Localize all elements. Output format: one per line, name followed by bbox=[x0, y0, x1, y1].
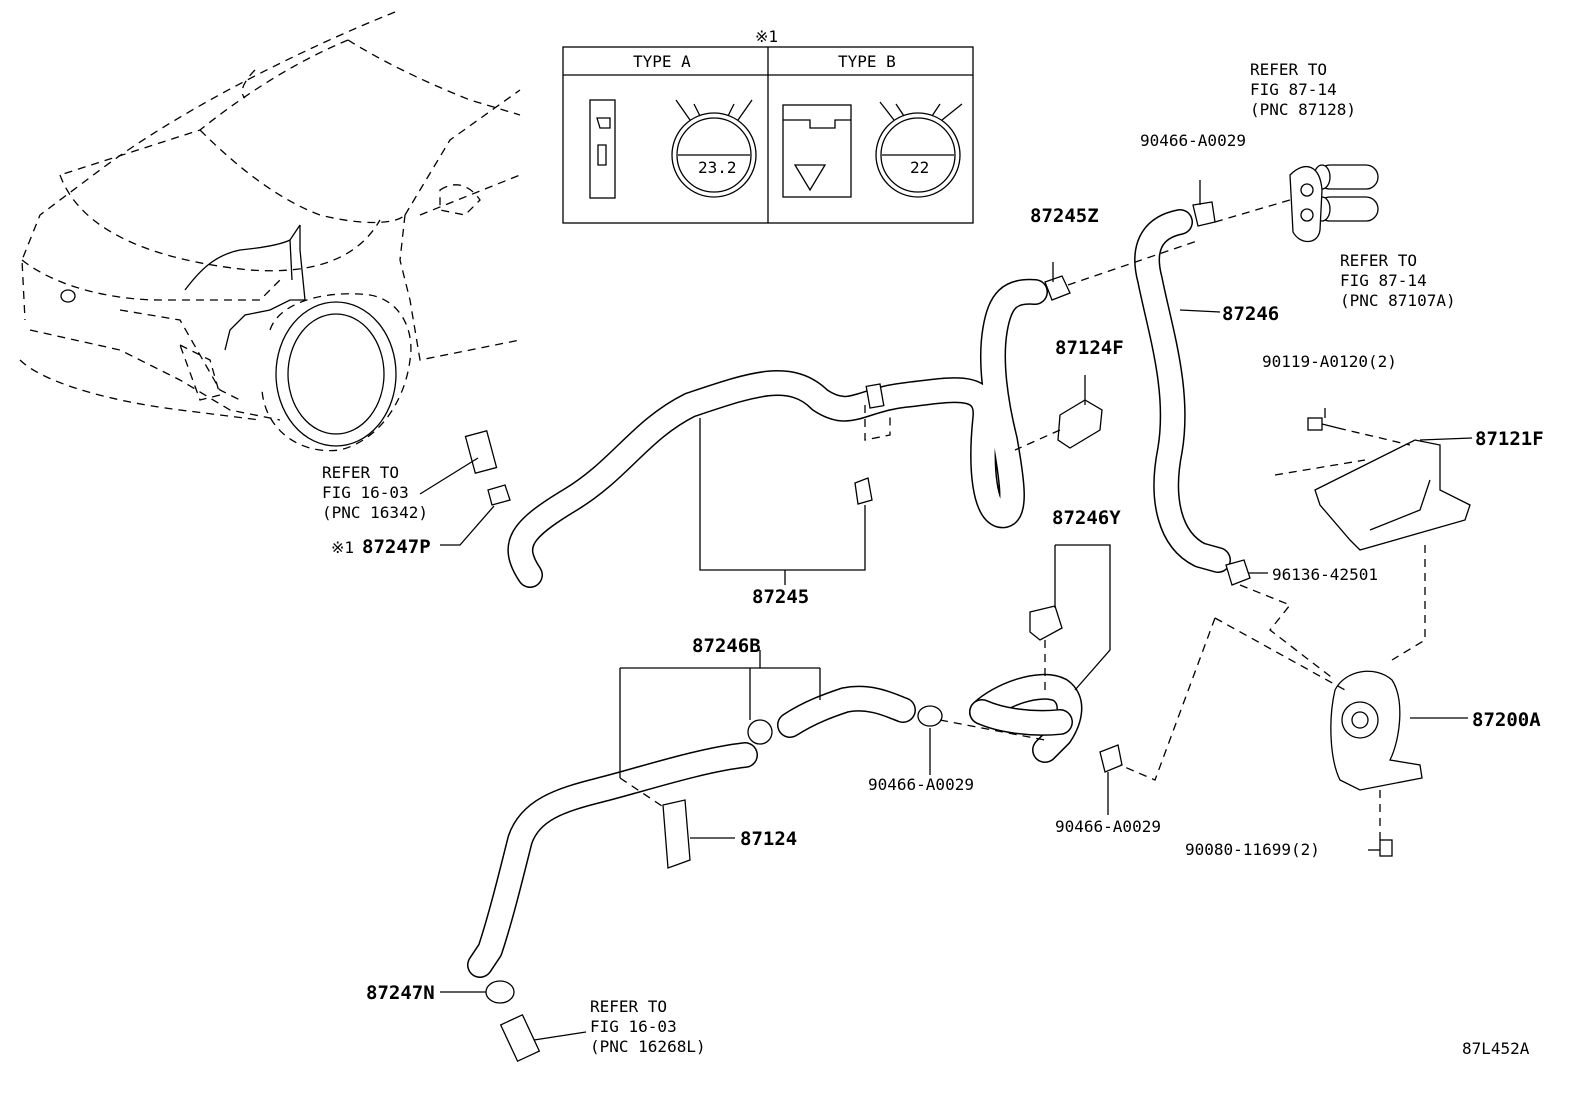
refer-87107A-line2: FIG 87-14 bbox=[1340, 271, 1427, 290]
clamp-top-part bbox=[1192, 192, 1216, 227]
refer-16342-line2: FIG 16-03 bbox=[322, 483, 409, 502]
refer-87128-line1: REFER TO bbox=[1250, 60, 1327, 79]
refer-16268L-line2: FIG 16-03 bbox=[590, 1017, 677, 1036]
refer-87107A-line1: REFER TO bbox=[1340, 251, 1417, 270]
label-clamp-mid: 90466-A0029 bbox=[868, 775, 974, 794]
part-labels: REFER TO FIG 87-14 (PNC 87128) 90466-A00… bbox=[322, 60, 1544, 1058]
refer-87107A-line3: (PNC 87107A) bbox=[1340, 291, 1456, 310]
label-87121F: 87121F bbox=[1475, 428, 1544, 450]
label-87245: 87245 bbox=[752, 586, 809, 608]
clamp-87247N-part bbox=[485, 980, 515, 1004]
label-87246B: 87246B bbox=[692, 635, 761, 657]
clamp-type-inset: ※1 TYPE A TYPE B 23.2 22 bbox=[562, 27, 974, 224]
bracket-87121F-part bbox=[1314, 439, 1471, 551]
vehicle-illustration bbox=[19, 11, 521, 452]
refer-16342-line1: REFER TO bbox=[322, 463, 399, 482]
label-87245Z: 87245Z bbox=[1030, 205, 1099, 227]
pipe-16268L-part bbox=[499, 1013, 541, 1063]
pipe-16342-part bbox=[464, 430, 498, 474]
type-a-dimension: 23.2 bbox=[698, 158, 737, 177]
label-clamp-low: 90466-A0029 bbox=[1055, 817, 1161, 836]
pipe-stubs-top-right bbox=[1313, 164, 1379, 222]
hose-87246B-upper bbox=[777, 685, 916, 738]
label-bolt-low: 90080-11699(2) bbox=[1185, 840, 1320, 859]
inset-marker: ※1 bbox=[755, 27, 778, 46]
label-87247P: 87247P bbox=[362, 536, 431, 558]
clip-87246Y-part bbox=[1029, 605, 1063, 641]
label-87247N: 87247N bbox=[366, 982, 435, 1004]
clamp-87246B-part bbox=[747, 719, 773, 745]
label-87200A: 87200A bbox=[1472, 709, 1541, 731]
type-a-label: TYPE A bbox=[633, 52, 691, 71]
clamp-87245Z-part bbox=[1044, 275, 1071, 301]
clamp-mid-part bbox=[917, 705, 943, 727]
grommet-87128 bbox=[1289, 165, 1323, 243]
refer-16268L-line1: REFER TO bbox=[590, 997, 667, 1016]
clamp-low-part bbox=[1099, 744, 1123, 773]
label-clamp-top: 90466-A0029 bbox=[1140, 131, 1246, 150]
clip-87124-part bbox=[662, 799, 691, 869]
bolt-90119-part bbox=[1307, 417, 1339, 431]
label-bolt-top: 90119-A0120(2) bbox=[1262, 352, 1397, 371]
leader-lines bbox=[419, 180, 1473, 1041]
label-87246Y: 87246Y bbox=[1052, 507, 1121, 529]
joint-87245 bbox=[854, 383, 885, 505]
clamp-87247P-part bbox=[487, 484, 511, 506]
hose-87246Y bbox=[969, 673, 1083, 763]
type-b-label: TYPE B bbox=[838, 52, 896, 71]
type-b-dimension: 22 bbox=[910, 158, 929, 177]
water-pump-87200A-part bbox=[1330, 670, 1423, 791]
hose-87246B-lower bbox=[467, 742, 758, 978]
label-clip-96136: 96136-42501 bbox=[1272, 565, 1378, 584]
label-87124: 87124 bbox=[740, 828, 797, 850]
label-87247P-marker: ※1 bbox=[331, 538, 354, 557]
refer-16342-line3: (PNC 16342) bbox=[322, 503, 428, 522]
bolt-90080-part bbox=[1379, 839, 1393, 857]
refer-87128-line2: FIG 87-14 bbox=[1250, 80, 1337, 99]
label-87246: 87246 bbox=[1222, 303, 1279, 325]
clip-87124F-part bbox=[1057, 399, 1103, 449]
refer-16268L-line3: (PNC 16268L) bbox=[590, 1037, 706, 1056]
label-87124F: 87124F bbox=[1055, 337, 1124, 359]
figure-id: 87L452A bbox=[1462, 1039, 1530, 1058]
refer-87128-line3: (PNC 87128) bbox=[1250, 100, 1356, 119]
clip-96136-part bbox=[1225, 559, 1251, 586]
hose-87245 bbox=[507, 278, 1048, 588]
hose-87246 bbox=[1134, 209, 1231, 573]
